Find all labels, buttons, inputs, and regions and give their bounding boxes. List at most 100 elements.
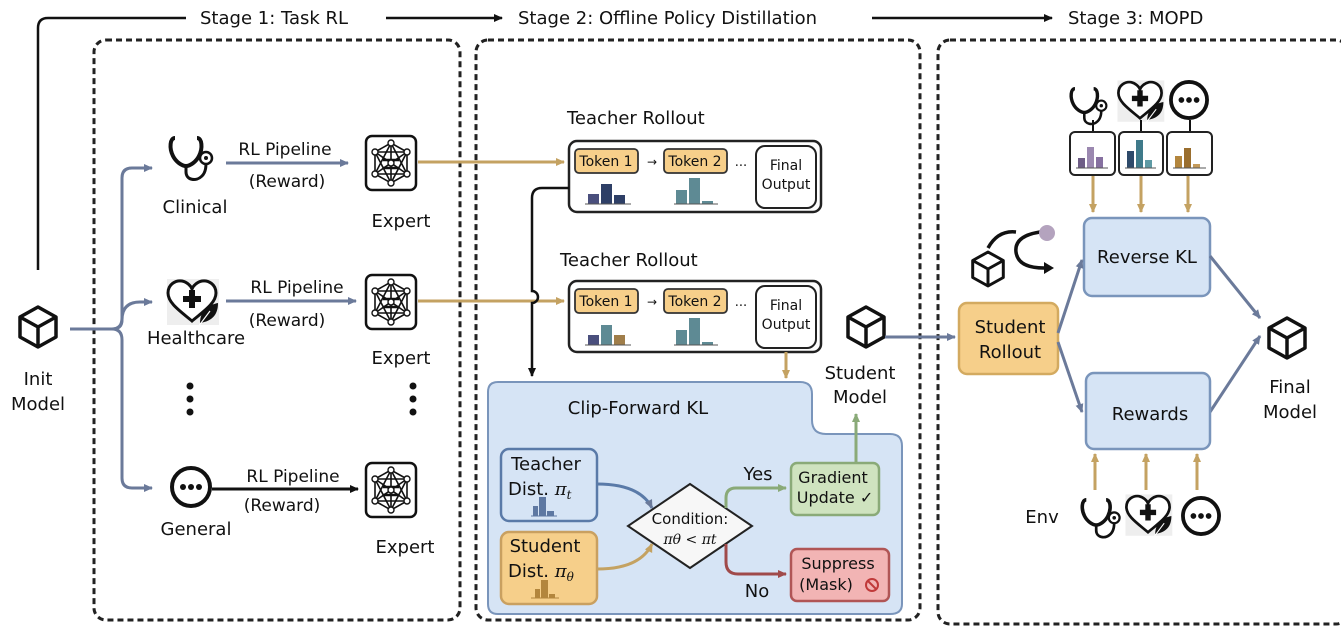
student-dist-line1: Student <box>510 536 581 557</box>
student-dist-line2: Dist. πθ <box>508 561 575 584</box>
heart-plus-leaf-icon <box>1124 493 1174 539</box>
stethoscope-icon <box>1080 497 1122 539</box>
no-label: No <box>745 581 769 602</box>
rollout-to-clipkl-arrow <box>528 186 569 377</box>
token-2-chip <box>663 288 728 314</box>
reward-label-general: (Reward) <box>244 496 321 516</box>
student-model-line2: Model <box>833 387 887 408</box>
final-output-label-2a: Final <box>770 298 802 314</box>
expert-label-clinical: Expert <box>372 211 431 232</box>
student-rollout-box <box>957 301 1060 376</box>
rewards-label: Rewards <box>1112 404 1188 425</box>
final-model-line1: Final <box>1269 377 1310 398</box>
teacher-dist-bars <box>531 497 557 517</box>
more-domains-ellipsis <box>186 382 417 416</box>
rollout-branch-arrows <box>1056 255 1262 413</box>
reward-label-healthcare: (Reward) <box>249 311 326 331</box>
student-to-condition-arrow <box>596 543 654 571</box>
init-branch-arrows <box>70 164 153 492</box>
stage1-label: Stage 1: Task RL <box>200 8 348 29</box>
condition-label: Condition: <box>652 510 729 528</box>
rl-pipeline-label-general: RL Pipeline <box>246 467 339 487</box>
gradient-update-line1: Gradient <box>798 468 868 487</box>
teacher-pi-subscript: t <box>567 488 572 502</box>
condition-expression: πθ < πt <box>662 532 716 548</box>
teacher-dist-prefix: Dist. <box>508 479 555 500</box>
stage3-label: Stage 3: MOPD <box>1068 8 1203 29</box>
init-model-label-line2: Model <box>11 394 65 415</box>
token-1-label: Token 1 <box>578 294 632 310</box>
student-pi-symbol: π <box>554 561 568 582</box>
teacher-to-condition-arrow <box>596 482 654 509</box>
teacher-rollout-title-2: Teacher Rollout <box>559 250 698 271</box>
teacher-dist-to-reverse-kl-arrows <box>1089 176 1192 213</box>
yes-label: Yes <box>742 464 772 485</box>
init-model-label-line1: Init <box>24 369 53 390</box>
no-branch-arrow <box>724 544 787 578</box>
token-arrow-glyph: → <box>647 155 657 169</box>
suppress-box <box>789 547 891 603</box>
mask-prohibited-icon <box>865 578 879 592</box>
domain-label-clinical: Clinical <box>163 197 228 218</box>
final-model-cube-icon <box>1267 316 1307 360</box>
heart-plus-leaf-icon <box>165 277 221 329</box>
token-ellipsis: ... <box>735 155 747 170</box>
expert-network-icon <box>364 461 418 519</box>
student-model-cube-icon <box>846 305 886 349</box>
clinical-teacher-dist-box <box>1069 131 1116 176</box>
token-1-chip <box>574 148 639 174</box>
token-2-label: Token 2 <box>667 154 721 170</box>
token-2-label: Token 2 <box>667 294 721 310</box>
token-2-distribution-bars <box>674 178 718 205</box>
student-pi-subscript: θ <box>567 570 575 584</box>
token-arrow-glyph: → <box>647 295 657 309</box>
gradient-update-box <box>789 461 881 517</box>
sampling-rollout-icon <box>986 225 1055 274</box>
token-1-label: Token 1 <box>578 154 632 170</box>
token-1-chip <box>574 288 639 314</box>
stethoscope-icon <box>168 136 214 182</box>
clip-forward-kl-title: Clip-Forward KL <box>568 398 708 419</box>
final-output-label-1a: Final <box>770 158 802 174</box>
reverse-kl-label: Reverse KL <box>1097 247 1197 268</box>
env-to-rewards-arrows <box>1091 453 1201 490</box>
final-output-label-1b: Output <box>762 177 811 193</box>
ellipsis-circle-icon <box>1181 496 1221 536</box>
stage2-container <box>474 38 922 622</box>
condition-diamond <box>626 482 754 570</box>
env-label: Env <box>1025 507 1059 528</box>
expert-label-healthcare: Expert <box>372 348 431 369</box>
yes-branch-arrow <box>724 484 787 508</box>
suppress-line1: Suppress <box>801 554 874 573</box>
stage2-label: Stage 2: Offline Policy Distillation <box>518 8 817 29</box>
student-model-line1: Student <box>825 363 896 384</box>
expert-network-icon <box>364 273 418 331</box>
token-ellipsis: ... <box>735 295 747 310</box>
final-output-box-2 <box>755 285 817 349</box>
expert-label-general: Expert <box>376 537 435 558</box>
student-cube-icon <box>971 250 1005 288</box>
teacher-dist-line1: Teacher <box>510 454 581 475</box>
gradient-update-line2: Update ✓ <box>797 488 873 507</box>
init-model-cube-icon <box>18 305 58 349</box>
heart-plus-leaf-icon <box>1116 79 1166 125</box>
final-model-line2: Model <box>1263 402 1317 423</box>
student-dist-bars <box>531 580 559 599</box>
healthcare-teacher-dist-box <box>1118 131 1164 176</box>
teacher-pi-symbol: π <box>554 479 568 500</box>
ellipsis-circle-icon <box>1169 80 1209 120</box>
reward-label-clinical: (Reward) <box>249 172 326 192</box>
final-output-label-2b: Output <box>762 317 811 333</box>
stage-flow-line <box>36 16 186 270</box>
final-output-box-1 <box>755 145 817 209</box>
token-1-distribution-bars <box>585 325 631 346</box>
student-dist-prefix: Dist. <box>508 561 555 582</box>
domain-label-healthcare: Healthcare <box>147 328 245 349</box>
suppress-line2: (Mask) <box>799 575 853 594</box>
token-2-distribution-bars <box>674 318 718 346</box>
rl-pipeline-label-clinical: RL Pipeline <box>238 140 331 160</box>
student-rollout-line2: Rollout <box>979 342 1041 363</box>
token-1-distribution-bars <box>585 184 631 205</box>
domain-label-general: General <box>161 519 232 540</box>
